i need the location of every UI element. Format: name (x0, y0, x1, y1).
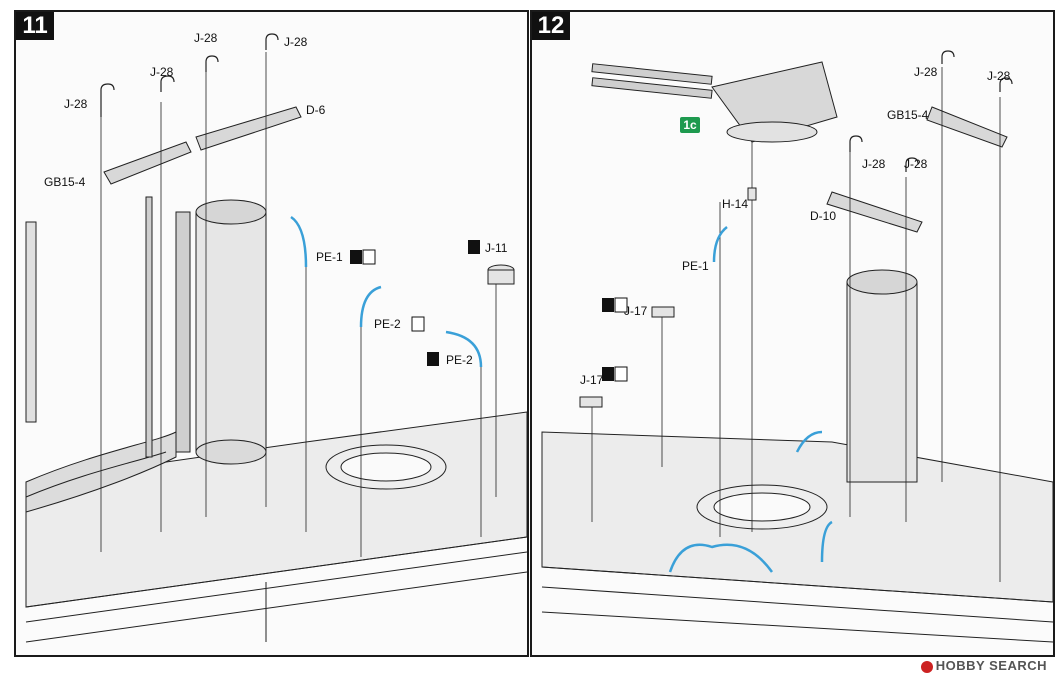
gun-turret (591, 61, 838, 143)
davits (849, 50, 1013, 172)
watermark-text: HOBBY SEARCH (935, 658, 1047, 673)
step-number-12: 12 (532, 12, 570, 40)
step-12-panel: 12 (530, 10, 1055, 657)
label-gb15-4: GB15-4 (887, 108, 929, 122)
hull-deck (541, 431, 1053, 643)
label-j28-c: J-28 (194, 31, 218, 45)
step-reference-badge: 1c (680, 117, 700, 133)
label-h14: H-14 (722, 197, 748, 211)
label-j28-a: J-28 (64, 97, 88, 111)
watermark: HOBBY SEARCH (920, 658, 1047, 673)
funnel (195, 199, 267, 465)
glue-icon (350, 240, 480, 366)
label-j28-b: J-28 (904, 157, 928, 171)
turret-ring (696, 484, 828, 530)
label-j11: J-11 (485, 241, 508, 255)
label-pe1: PE-1 (682, 259, 709, 273)
glue-icon (602, 297, 628, 382)
label-j28-a: J-28 (862, 157, 886, 171)
boats (103, 106, 302, 185)
hobby-search-logo-icon (920, 660, 933, 673)
label-j28-b: J-28 (150, 65, 174, 79)
label-pe2-b: PE-2 (446, 353, 473, 367)
label-pe2-a: PE-2 (374, 317, 401, 331)
photo-etch-parts (290, 215, 483, 368)
turret-ring (325, 444, 447, 490)
step-11-diagram: J-28 J-28 J-28 J-28 D-6 GB15-4 PE-1 PE-2… (25, 31, 527, 643)
funnel (846, 269, 918, 483)
label-d6: D-6 (306, 103, 326, 117)
label-j17-a: J-17 (624, 304, 648, 318)
boats (826, 106, 1008, 233)
step-12-diagram: H-14 PE-1 J-17 J-17 D-10 J-28 J-28 J-28 … (541, 50, 1053, 643)
part-j17 (579, 306, 675, 408)
label-gb15-4: GB15-4 (44, 175, 86, 189)
label-pe1: PE-1 (316, 250, 343, 264)
label-j28-d: J-28 (284, 35, 308, 49)
assembly-lines (100, 52, 497, 557)
davits (100, 33, 279, 117)
label-j28-c: J-28 (914, 65, 938, 79)
part-h14 (747, 187, 757, 201)
step-11-panel: 11 (14, 10, 529, 657)
photo-etch-parts (668, 226, 833, 573)
label-j17-b: J-17 (580, 373, 604, 387)
label-j28-d: J-28 (987, 69, 1011, 83)
assembly-lines (591, 67, 1001, 582)
part-j11 (487, 264, 515, 285)
label-d10: D-10 (810, 209, 836, 223)
step-number-11: 11 (16, 12, 54, 40)
